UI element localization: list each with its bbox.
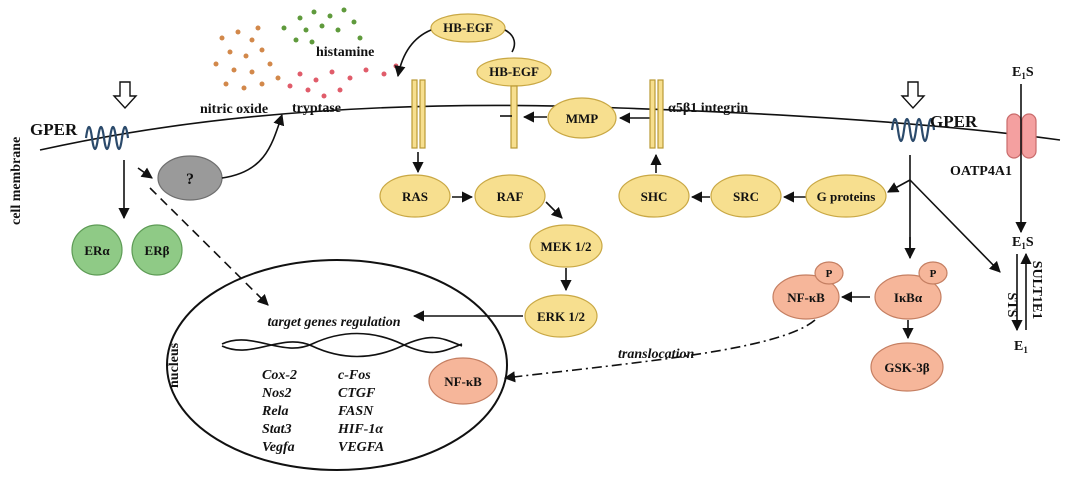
gper-left-ligand-arrow-icon [112, 81, 138, 110]
nucleus-label: nucleus [167, 342, 182, 388]
raf-node [474, 174, 546, 218]
gene-item: Vegfa [262, 440, 295, 455]
ras-label: RAS [402, 189, 428, 204]
ikba-label: IκBα [894, 290, 923, 305]
hbegf-top-label: HB-EGF [443, 20, 493, 35]
raf-label: RAF [497, 189, 524, 204]
target-genes-label: target genes regulation [267, 315, 400, 330]
p-badge-1 [814, 261, 844, 285]
gene-item: Cox-2 [262, 368, 297, 383]
hbegf-bound-label: HB-EGF [489, 64, 539, 79]
cell-membrane-label: cell membrane [9, 137, 24, 225]
erb-node [131, 224, 183, 276]
sult1e1-label: SULT1E1 [1029, 261, 1044, 320]
nfkb-cytoplasm-label: NF-κB [787, 290, 825, 305]
oatp4a1-transporter-left [1006, 113, 1022, 159]
sts-label: STS [1004, 293, 1019, 318]
egfr-receptor-left [411, 79, 418, 149]
e1-label: E1 [1014, 339, 1028, 355]
tryptase-label: tryptase [292, 101, 341, 116]
shc-node [618, 174, 690, 218]
oatp4a1-label: OATP4A1 [950, 164, 1012, 179]
nfkb-nucleus-node [428, 357, 498, 405]
erk-node [524, 294, 598, 338]
shc-label: SHC [641, 189, 668, 204]
mek-node [529, 224, 603, 268]
integrin-right-bar [657, 79, 664, 149]
pro-hbegf-stalk [510, 85, 518, 149]
ras-node [379, 174, 451, 218]
gene-item: HIF-1α [337, 422, 383, 437]
gsk3b-node [870, 342, 944, 392]
histamine-dots-icon [281, 7, 363, 45]
gene-item: c-Fos [338, 368, 371, 383]
dna-helix-icon [221, 332, 463, 358]
p-badge-2 [918, 261, 948, 285]
nfkb-nucleus-label: NF-κB [444, 374, 482, 389]
gsk3b-label: GSK-3β [884, 360, 929, 375]
ikba-node [874, 274, 942, 320]
gene-list-right: c-Fos CTGF FASN HIF-1α VEGFA [337, 368, 384, 455]
gene-item: CTGF [338, 386, 376, 401]
oatp4a1-transporter-right [1021, 113, 1037, 159]
e1s-top-label: E1S [1012, 65, 1034, 81]
mmp-label: MMP [566, 111, 599, 126]
era-node [71, 224, 123, 276]
gene-item: Nos2 [261, 386, 292, 401]
hbegf-top-node [430, 13, 506, 43]
src-node [710, 174, 782, 218]
gper-left-receptor-icon [84, 125, 130, 151]
gene-item: Stat3 [262, 422, 292, 437]
p-badge-2-label: P [930, 268, 937, 280]
nitric-oxide-label: nitric oxide [200, 102, 268, 117]
nitric-oxide-dots-icon [213, 25, 281, 91]
integrin-label: α5β1 integrin [668, 101, 748, 116]
gene-item: VEGFA [338, 440, 384, 455]
era-label: ERα [84, 243, 110, 258]
src-label: SRC [733, 189, 759, 204]
gper-right-ligand-arrow-icon [900, 81, 926, 110]
g-proteins-label: G proteins [817, 189, 876, 204]
nfkb-cytoplasm-node [772, 274, 840, 320]
g-proteins-node [805, 174, 887, 218]
p-badge-1-label: P [826, 268, 833, 280]
egfr-receptor-right [419, 79, 426, 149]
gper-right-receptor-icon [890, 117, 936, 143]
erb-label: ERβ [145, 243, 170, 258]
nucleus [166, 259, 508, 471]
mek-label: MEK 1/2 [541, 239, 592, 254]
mmp-node [547, 97, 617, 139]
integrin-left-bar [649, 79, 656, 149]
gene-item: Rela [261, 404, 288, 419]
e1s-mid-label: E1S [1012, 235, 1034, 251]
gene-item: FASN [337, 404, 374, 419]
unknown-mediator-label: ? [186, 171, 194, 188]
gper-right-label: GPER [930, 112, 978, 131]
translocation-label: translocation [618, 347, 694, 362]
histamine-label: histamine [316, 45, 374, 60]
erk-label: ERK 1/2 [537, 309, 585, 324]
gene-list-left: Cox-2 Nos2 Rela Stat3 Vegfa [261, 368, 297, 455]
tryptase-dots-icon [287, 63, 399, 99]
gper-left-label: GPER [30, 120, 78, 139]
